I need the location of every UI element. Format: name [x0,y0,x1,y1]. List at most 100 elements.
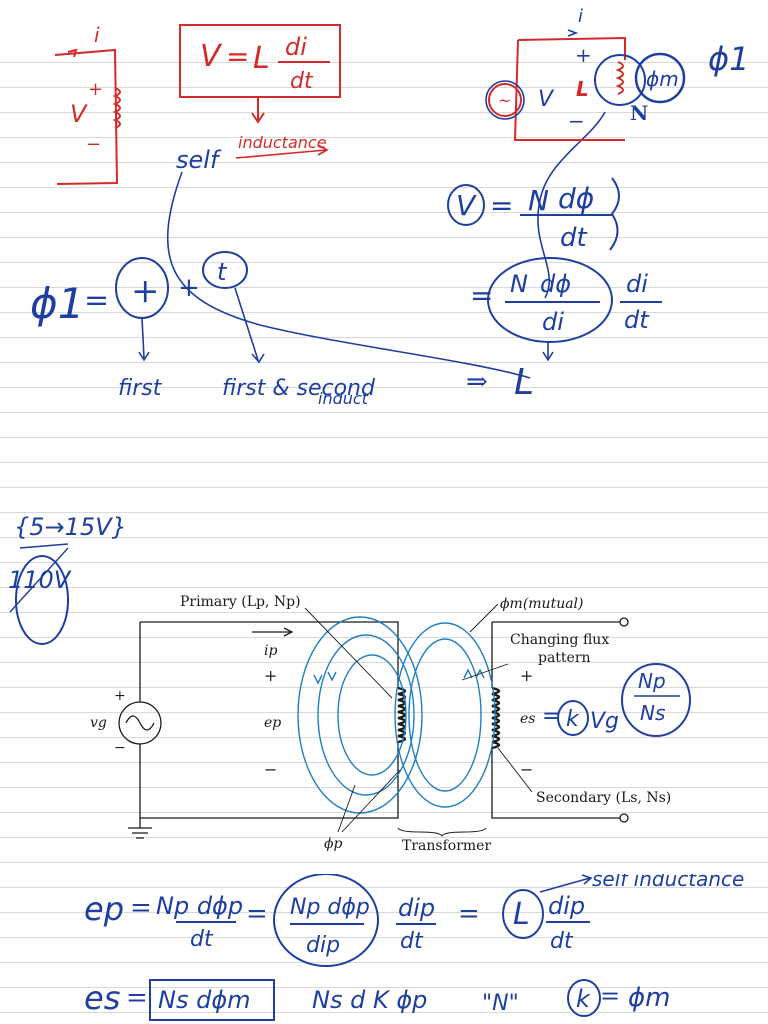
ground-icon [128,818,152,839]
transformer-diagram: Primary (Lp, Np) ϕm(mutual) Changing flu… [90,594,691,854]
ruled-line [0,937,768,938]
ep-l-den: dt [550,929,574,954]
leader-line [461,663,509,681]
ruled-line [0,212,768,213]
plus-sign-right: + [575,43,592,67]
down-arrow-icon [138,317,150,362]
ruled-line [0,712,768,713]
chain-equals: = [470,279,493,312]
flux-m-label: ϕm [646,67,679,91]
second-term-circle [202,251,248,289]
ep-label: ep [264,715,281,731]
chain-circle [487,257,613,343]
mutual-flux-loop [394,622,496,808]
primary-flux-loop [337,654,407,776]
ruled-line [0,662,768,663]
ruled-line [0,187,768,188]
connector-line [9,547,69,613]
primary-wire-bottom [139,742,399,819]
ep-lhs: ep [84,890,124,928]
implies-arrow: ⇒ [466,367,488,397]
induced-dt: dt [560,223,588,253]
brace-icon [609,177,620,251]
current-arrow-icon [67,48,78,58]
induct-label: induct [318,389,369,408]
first-second-label: first & second [222,376,376,401]
ruled-line [0,87,768,88]
ruled-line [0,562,768,563]
flux-sum-lhs: ϕ1 [30,279,84,328]
ruled-line [0,987,768,988]
secondary-wire-bottom [491,748,620,819]
flux-circle [634,52,686,104]
ruled-line [0,887,768,888]
ep-term1-den: dt [190,927,214,952]
ruled-line [0,612,768,613]
ruled-line [0,637,768,638]
induced-n: N [528,184,549,217]
ruled-line [0,137,768,138]
ruled-line [0,287,768,288]
leader-line [337,784,356,833]
flux-arrow-icon [327,671,337,682]
es-quote: "N" [482,991,519,1016]
inductor-circuit-left [54,48,121,185]
result-l: L [514,362,534,403]
secondary-ratio-equals: = [542,704,560,729]
current-label-right: i [578,6,583,27]
secondary-circuit [491,617,629,823]
right-arrow-icon [235,144,329,159]
ruled-line [0,62,768,63]
circuit-wire [513,36,626,141]
down-arrow-icon [251,97,265,124]
leader-lines [304,603,533,838]
es-k: k [576,985,591,1013]
ruled-line [0,162,768,163]
chain-di2: di [626,270,648,298]
ac-source-icon [488,83,522,117]
primary-flux-loop [297,616,423,814]
primary-plus: + [264,666,277,685]
chain-di: di [542,308,564,336]
ruled-line [0,237,768,238]
primary-circuit [118,621,407,839]
source-plus: + [114,688,126,704]
formula-dt: dt [290,69,314,94]
first-term: + [131,271,160,311]
terminal-icon[interactable] [619,813,629,823]
phi-p-label: ϕp [324,836,343,852]
terminal-icon[interactable] [619,617,629,627]
ep-term1: Np dϕp [156,892,243,920]
induced-v: V [456,189,477,222]
voltage-range: {5→15V} [14,513,127,541]
inductor-coil-icon [615,61,624,95]
ep-term2-circle [273,874,379,967]
es-equals: = [126,983,148,1013]
ruled-line [0,262,768,263]
l-circle [502,889,544,939]
ruled-line [0,462,768,463]
ep-equals-2: = [246,899,268,929]
ruled-line [0,312,768,313]
down-arrow-icon [234,287,265,364]
flux-arrow-icon [475,668,485,679]
equations-bottom: ep = Np dϕp dt = Np dϕp dip dip dt = L d… [84,874,744,1021]
ruled-line [0,762,768,763]
es-label: es [520,711,535,727]
current-arrow-icon [252,627,294,637]
es-term1-box [149,979,275,1021]
ep-term3-num: dip [398,894,435,922]
coil-circle [594,54,646,106]
chain-dphi: dϕ [540,270,571,298]
circuit-wire [54,48,119,185]
changing-flux-label: Changing flux [510,632,609,648]
ruled-line [0,362,768,363]
ep-equals-3: = [458,899,480,929]
transformer-brace [397,827,487,838]
ac-source-label: ~ [498,91,511,110]
source-minus: − [114,740,126,756]
pattern-label: pattern [538,650,591,666]
ep-l: L [513,897,530,932]
